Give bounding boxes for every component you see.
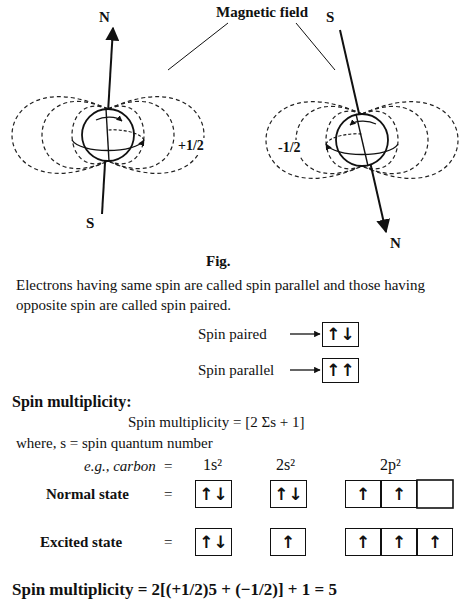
field-label: Magnetic field: [216, 3, 308, 21]
figure-caption: Fig.: [206, 252, 231, 270]
electron-sphere: [82, 109, 134, 161]
orbital-box: ↑↓: [195, 528, 232, 556]
orbital-label: 2p²: [380, 455, 401, 474]
state-label: Excited state: [40, 533, 122, 551]
section-heading: Spin multiplicity:: [12, 392, 132, 411]
spin-arrows: ↑↑: [326, 362, 355, 379]
electron-sphere: [336, 114, 388, 166]
leader-line: [296, 23, 335, 70]
equals-sign: =: [164, 485, 172, 503]
spin-arrows: ↑↓: [326, 326, 355, 343]
orbital-box: ↑↑: [322, 358, 359, 383]
spin-arrows: ↑: [356, 486, 370, 503]
spin-arrows: ↑: [428, 534, 442, 551]
pole-label: S: [326, 8, 334, 26]
orbital-box: ↑↓: [322, 322, 359, 347]
example-label: e.g., carbon: [84, 457, 156, 475]
orbital-box: ↑: [417, 528, 453, 556]
spin-arrow: [96, 117, 122, 121]
leader-line: [168, 23, 228, 70]
spin-orbit: [326, 144, 398, 155]
equals-sign: =: [164, 533, 172, 551]
description-text: Electrons having same spin are called sp…: [16, 276, 462, 315]
spin-arrows: ↑: [356, 534, 370, 551]
result-formula: Spin multiplicity = 2[(+1/2)5 + (−1/2)] …: [12, 580, 337, 600]
spin-arrows: ↑↓: [274, 486, 303, 503]
spin-orbit: [326, 134, 362, 144]
equals-sign: =: [164, 457, 172, 475]
orbital-box: ↑↓: [270, 480, 307, 508]
orbital-box: ↑: [381, 528, 417, 556]
pole-label: N: [99, 8, 110, 26]
term-label: Spin parallel: [198, 361, 274, 379]
spin-arrows: ↑: [281, 534, 295, 551]
definition-text: where, s = spin quantum number: [16, 434, 213, 452]
term-label: Spin paired: [198, 325, 267, 343]
field-lines: [12, 97, 458, 179]
empty-orbital-box: [417, 480, 453, 508]
spin-arrow: [350, 121, 376, 125]
pointer-arrow: [290, 333, 320, 334]
spin-value: -1/2: [276, 140, 303, 157]
state-label: Normal state: [46, 485, 129, 503]
orbital-box: ↑: [345, 480, 381, 508]
orbital-box: ↑↓: [195, 480, 232, 508]
pole-label: S: [86, 214, 94, 232]
orbital-box: ↑: [270, 528, 306, 556]
spin-arrows: ↑: [392, 534, 406, 551]
pointer-arrow: [290, 369, 320, 370]
orbital-label: 2s²: [276, 455, 295, 474]
spin-orbit: [108, 130, 144, 140]
orbital-label: 1s²: [203, 455, 222, 474]
spin-orbit: [72, 140, 144, 151]
orbital-box: ↑: [381, 480, 417, 508]
spin-arrows: ↑↓: [199, 486, 228, 503]
formula: Spin multiplicity = [2 Σs + 1]: [128, 413, 304, 431]
pole-label: N: [390, 234, 401, 252]
spin-arrows: ↑: [392, 486, 406, 503]
spin-value: +1/2: [176, 138, 206, 155]
orbital-box: ↑: [345, 528, 381, 556]
spin-arrows: ↑↓: [199, 534, 228, 551]
